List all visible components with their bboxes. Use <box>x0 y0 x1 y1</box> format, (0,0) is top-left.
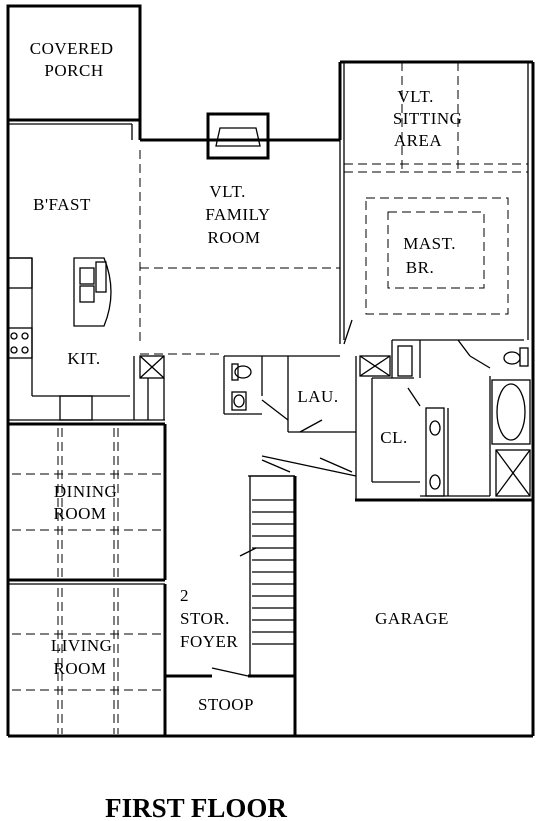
exterior-walls <box>6 4 535 738</box>
foyer-label: 2 STOR. FOYER <box>180 586 238 651</box>
floor-title: FIRST FLOOR <box>105 793 287 821</box>
family-room-label: VLT. FAMILY ROOM <box>205 182 274 247</box>
laundry-label: LAU. <box>297 387 338 406</box>
covered-porch-label: COVERED PORCH <box>30 39 119 80</box>
dining-room-label: DINING ROOM <box>53 482 122 523</box>
room-labels: COVERED PORCH VLT. SITTING AREA B'FAST V… <box>30 39 467 714</box>
closet-label: CL. <box>380 428 407 447</box>
sitting-area-label: VLT. SITTING AREA <box>393 87 467 150</box>
garage-label: GARAGE <box>375 609 449 628</box>
bfast-label: B'FAST <box>33 195 91 214</box>
dashed-lines <box>12 62 528 734</box>
master-br-label: MAST. BR. <box>403 234 460 277</box>
living-room-label: LIVING ROOM <box>51 636 117 678</box>
stairs <box>239 475 295 677</box>
interior-walls <box>7 62 531 678</box>
stoop-label: STOOP <box>198 695 254 714</box>
kitchen-label: KIT. <box>67 349 100 368</box>
